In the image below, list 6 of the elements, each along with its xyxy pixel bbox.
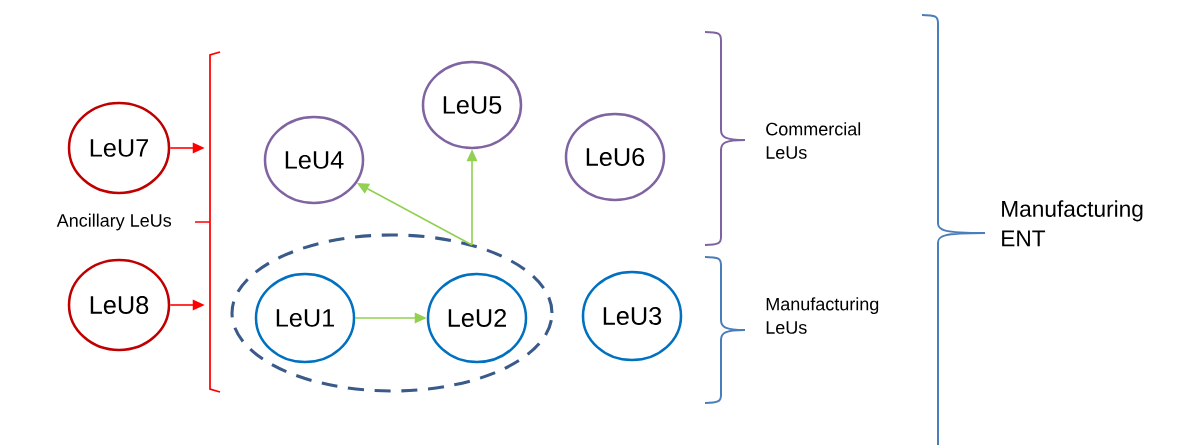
dashed-ellipse	[230, 233, 554, 393]
group-label: Manufacturing LeUs	[766, 297, 879, 334]
group-label: Manufacturing ENT	[1002, 200, 1143, 247]
bracket-label: Ancillary LeUs	[56, 213, 172, 231]
square-bracket	[194, 51, 221, 393]
group-label: Commercial LeUs	[766, 122, 861, 159]
